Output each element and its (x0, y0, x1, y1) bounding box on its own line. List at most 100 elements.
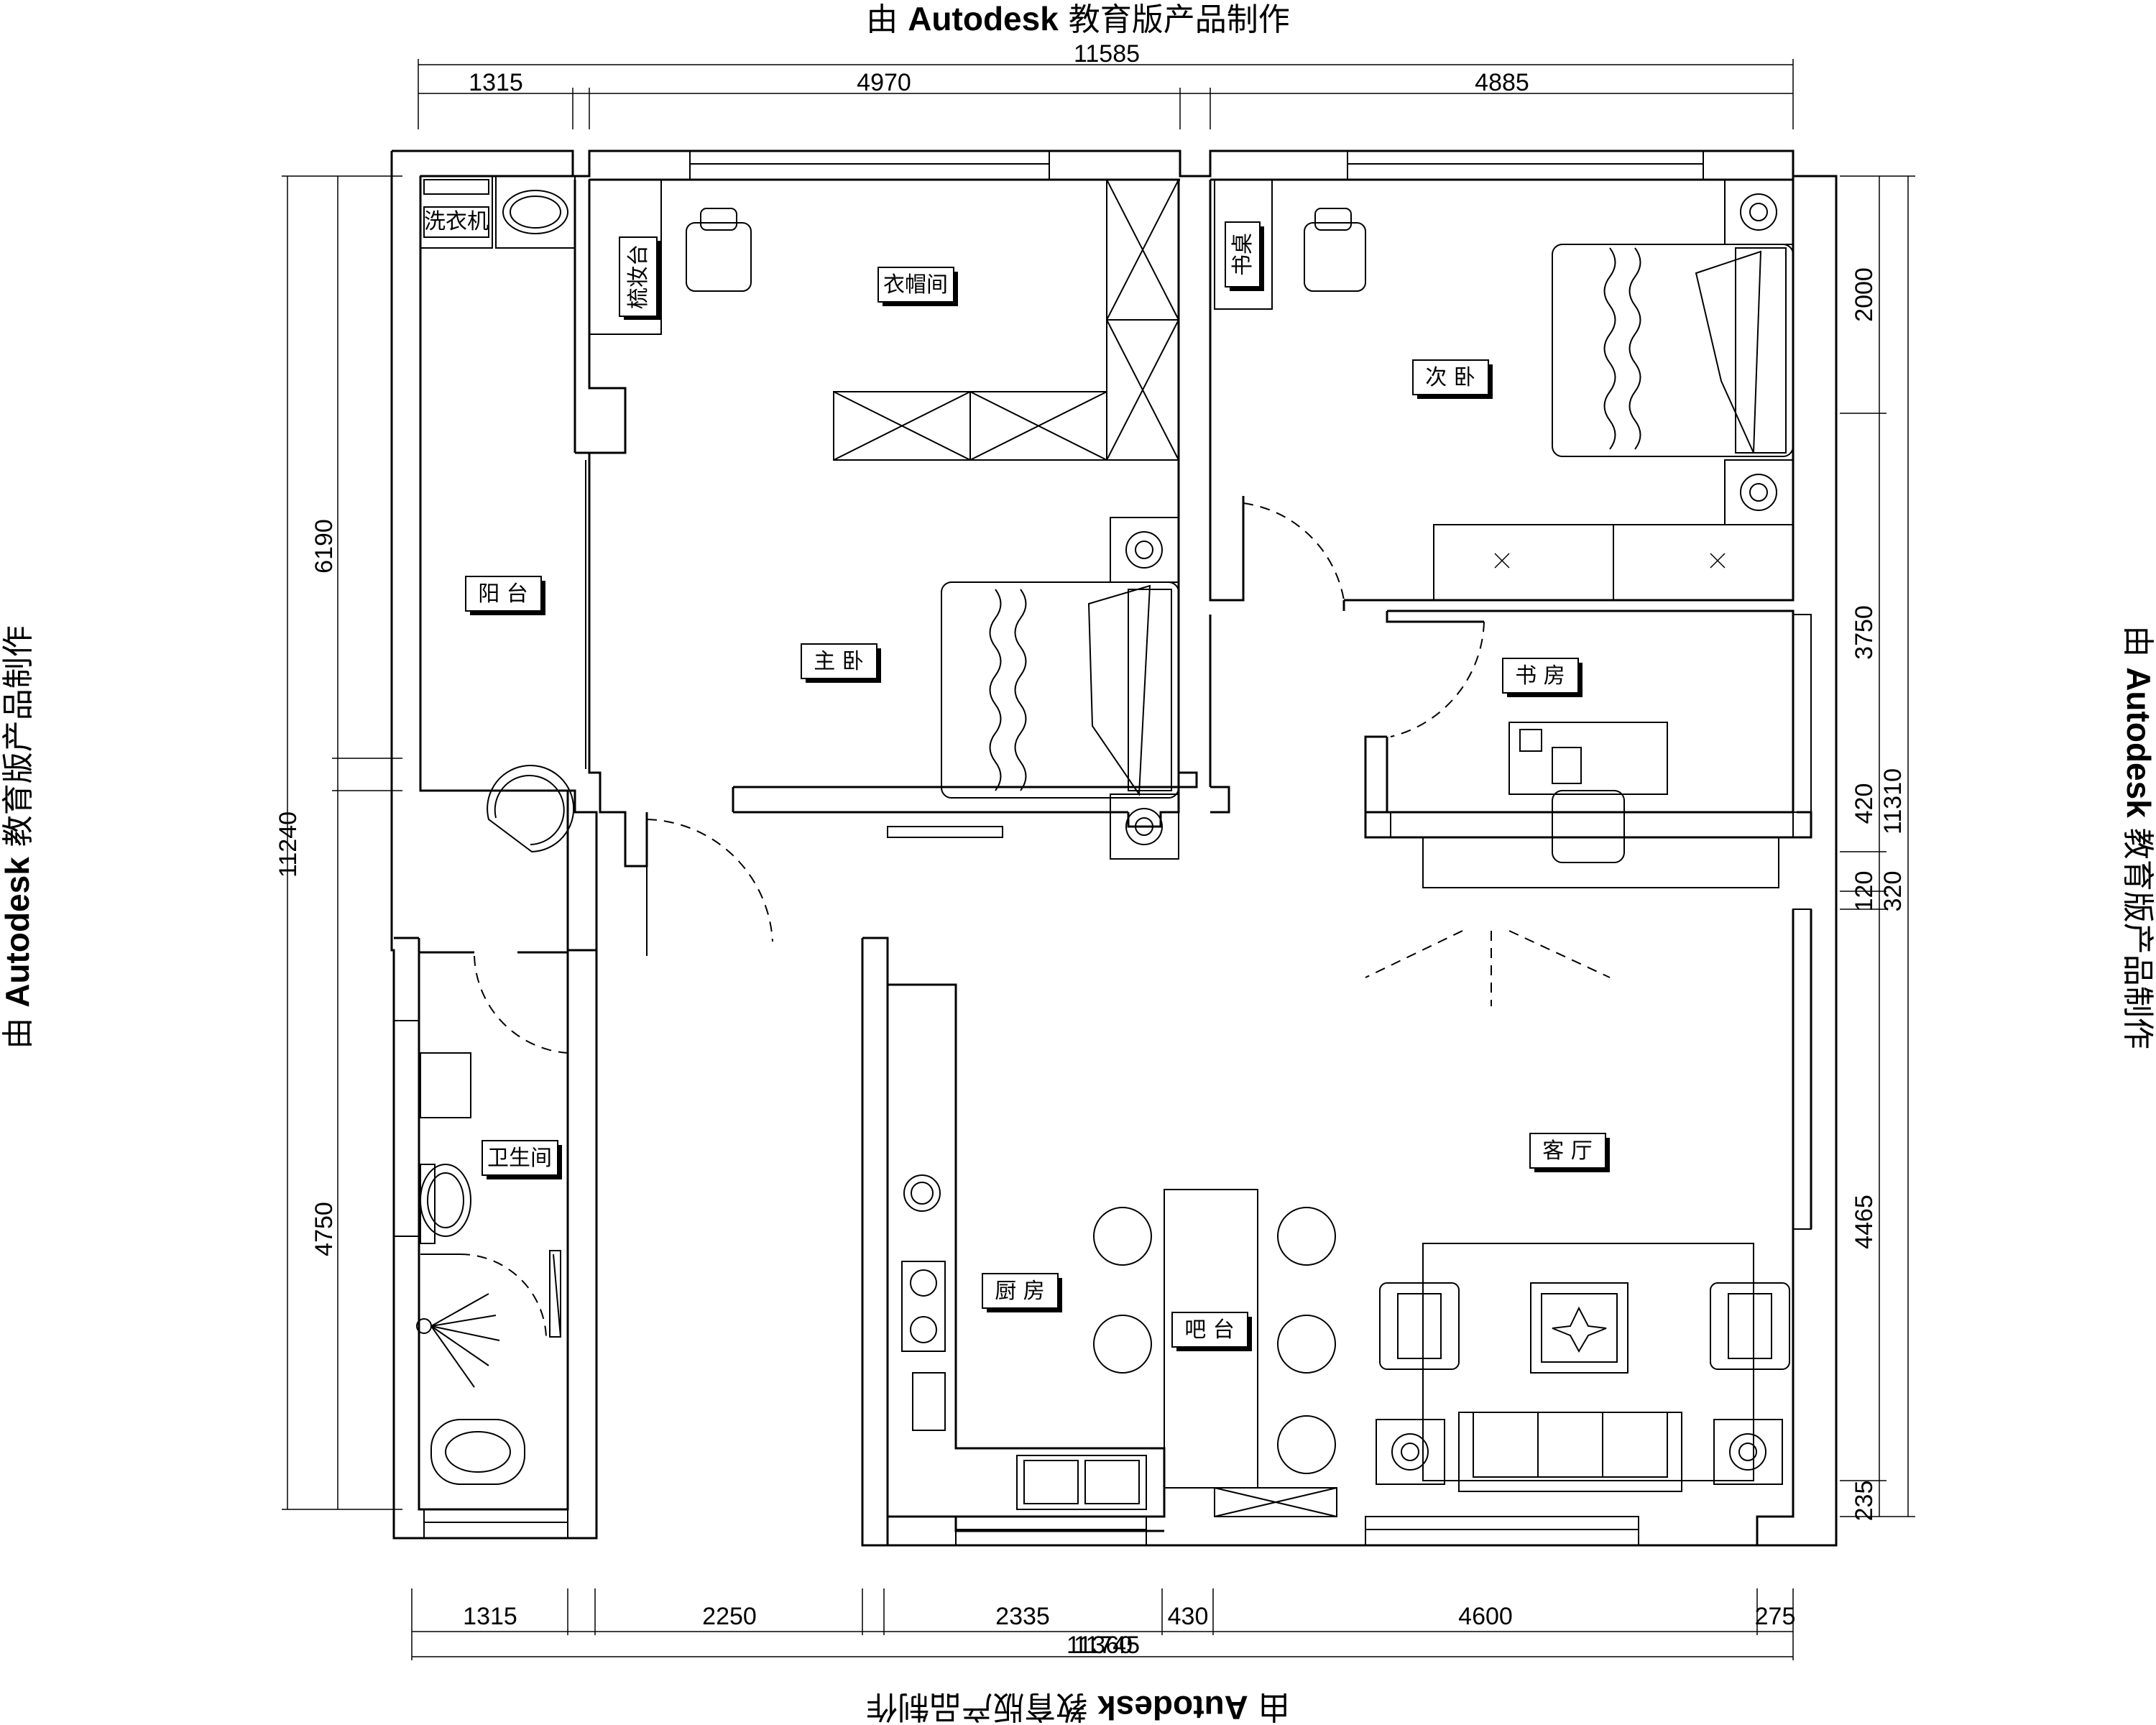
washer-icon (420, 175, 493, 249)
armchair-icon (1710, 1282, 1790, 1370)
shower-icon (416, 1293, 500, 1388)
dim-bottom-6: 275 (1755, 1603, 1796, 1630)
label-washer: 洗衣机 (423, 206, 489, 238)
side-table-icon (1376, 1419, 1445, 1485)
living-furniture (1365, 930, 1790, 1492)
dim-right-6: 235 (1851, 1481, 1878, 1522)
dim-right-3: 420 (1851, 783, 1878, 824)
label-desk: 书桌 (1225, 221, 1264, 291)
cloakroom-label: 衣帽间 (883, 272, 948, 298)
bed-icon (941, 581, 1179, 799)
nightstand-icon (1724, 459, 1794, 525)
desk-icon (1214, 179, 1273, 310)
dim-top-total: 11585 (1074, 40, 1140, 68)
kitchen-fixtures (901, 1174, 1147, 1510)
dim-right-extra: 320 (1879, 871, 1907, 912)
dim-right-4: 120 (1851, 871, 1878, 912)
kitchen-label: 厨 房 (995, 1279, 1045, 1304)
label-second-bedroom: 次 卧 (1412, 359, 1493, 399)
walls (390, 150, 1838, 1547)
dim-bottom-1: 1315 (463, 1603, 517, 1630)
dim-left-1: 6190 (310, 519, 338, 574)
dim-bottom-2: 2250 (702, 1603, 757, 1630)
label-master-bedroom: 主 卧 (801, 643, 881, 683)
dimension-left: 6190 4750 11240 (275, 175, 402, 1510)
dimension-top: 11585 1315 4970 4885 (418, 40, 1794, 129)
dim-top-2: 4970 (857, 69, 911, 96)
label-balcony: 阳 台 (465, 576, 545, 615)
bathroom-label: 卫生间 (487, 1146, 552, 1171)
study-label: 书 房 (1515, 663, 1565, 689)
armchair-icon (1379, 1282, 1460, 1370)
shower-icon (487, 765, 575, 853)
balcony-label: 阳 台 (478, 581, 528, 607)
balcony-fixtures (420, 175, 576, 853)
nightstand-icon (1110, 517, 1179, 583)
chair-icon (686, 222, 752, 292)
trash-icon (912, 1372, 946, 1431)
vanity-label: 梳妆台 (626, 244, 651, 309)
label-cloakroom: 衣帽间 (877, 267, 958, 306)
dim-bottom-4: 430 (1168, 1603, 1209, 1630)
side-table-icon (1713, 1419, 1783, 1485)
watermark-right: 由 Autodesk 教育版产品制作 (2119, 625, 2156, 1049)
desk-icon (1508, 722, 1668, 795)
second-bedroom-furniture (1214, 179, 1794, 601)
nightstand-icon (1110, 794, 1179, 860)
bathroom-fixtures (416, 1052, 525, 1485)
master-bedroom-furniture (589, 179, 1179, 860)
dimension-bottom: 1315 2250 2335 430 4600 275 11360 11745 (411, 1588, 1796, 1660)
dim-bottom-total-a: 11360 (1067, 1632, 1133, 1659)
windows (393, 150, 1812, 1546)
cabinet-icon (420, 1052, 471, 1118)
dim-left-total: 11240 (275, 811, 302, 878)
dim-left-2: 4750 (310, 1202, 338, 1256)
label-study: 书 房 (1502, 658, 1583, 697)
coffee-table-icon (1530, 1282, 1628, 1374)
stool-icon (1277, 1207, 1336, 1266)
bar-label: 吧 台 (1184, 1317, 1235, 1343)
room-labels: 洗衣机 梳妆台 衣帽间 书桌 次 卧 阳 台 (423, 206, 1610, 1351)
label-vanity: 梳妆台 (619, 236, 661, 320)
dim-top-3: 4885 (1475, 69, 1529, 96)
dim-right-total: 11310 (1879, 768, 1907, 834)
stove-icon (901, 1261, 946, 1352)
stool-icon (1093, 1315, 1152, 1374)
rug-icon (1422, 1243, 1754, 1481)
dim-top-1: 1315 (469, 69, 523, 96)
chair-icon (1304, 222, 1366, 292)
bed-icon (1552, 244, 1794, 457)
bookshelf-icon (1390, 811, 1794, 838)
label-living-room: 客 厅 (1529, 1133, 1610, 1172)
master-bedroom-label: 主 卧 (814, 649, 864, 674)
label-bar: 吧 台 (1171, 1312, 1252, 1351)
dim-bottom-3: 2335 (995, 1603, 1050, 1630)
nightstand-icon (1724, 179, 1794, 245)
dim-right-5: 4465 (1851, 1195, 1878, 1249)
washer-label: 洗衣机 (424, 209, 489, 234)
label-bathroom: 卫生间 (482, 1140, 562, 1179)
living-room-label: 客 厅 (1542, 1138, 1593, 1164)
toilet-icon (430, 1419, 525, 1485)
chair-icon (1552, 790, 1625, 863)
sink-icon (1016, 1455, 1147, 1510)
pot-icon (903, 1174, 941, 1212)
stool-icon (1277, 1315, 1336, 1374)
dimension-right: 2000 3750 420 120 4465 235 320 11310 (1840, 175, 1915, 1522)
stool-icon (1277, 1415, 1336, 1474)
watermark-left: 由 Autodesk 教育版产品制作 (0, 625, 37, 1049)
bar-counter-icon (1164, 1189, 1258, 1489)
dim-bottom-5: 4600 (1458, 1603, 1513, 1630)
label-kitchen: 厨 房 (982, 1273, 1062, 1312)
watermark-bottom: 由 Autodesk 教育版产品制作 (866, 1688, 1290, 1725)
stool-icon (1093, 1207, 1152, 1266)
study-furniture (1390, 722, 1794, 863)
desk-label: 书桌 (1230, 233, 1256, 276)
watermark-top: 由 Autodesk 教育版产品制作 (866, 0, 1290, 38)
dim-right-2: 3750 (1851, 605, 1878, 660)
second-bedroom-label: 次 卧 (1425, 365, 1475, 390)
dim-bottom-total-b: 11745 (1074, 1632, 1140, 1659)
bar-furniture (1093, 1189, 1337, 1517)
phone-icon (1519, 729, 1542, 752)
